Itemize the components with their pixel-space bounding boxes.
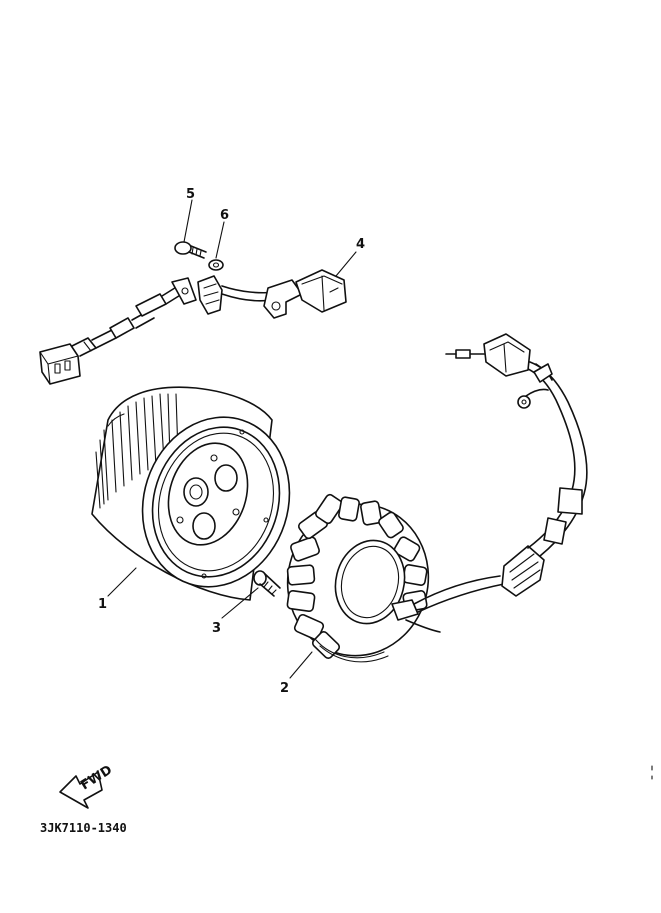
pickup-screw bbox=[174, 241, 207, 259]
callout-4: 4 bbox=[356, 237, 365, 252]
stator-assembly bbox=[286, 493, 505, 663]
diagram-code: 3JK7110-1340 bbox=[40, 821, 127, 835]
pickup-connector bbox=[39, 337, 97, 385]
pickup-coil-assembly bbox=[39, 269, 347, 385]
callout-1: 1 bbox=[98, 597, 107, 612]
callout-2: 2 bbox=[280, 681, 289, 696]
callout-leaders bbox=[107, 199, 357, 679]
callout-6: 6 bbox=[220, 208, 229, 223]
rotor-flywheel bbox=[91, 386, 291, 601]
callout-5: 5 bbox=[186, 187, 195, 202]
stator-wire-harness bbox=[445, 333, 588, 597]
callout-3: 3 bbox=[212, 621, 221, 636]
forward-direction-arrow: FWD bbox=[59, 763, 115, 809]
stator-coil-poles bbox=[286, 493, 428, 659]
rotor-bolt bbox=[253, 570, 281, 597]
pickup-washer bbox=[208, 259, 224, 271]
